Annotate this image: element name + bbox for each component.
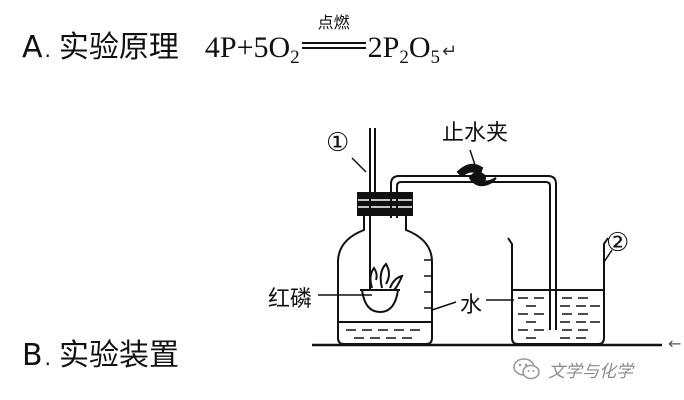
principle-line: A . 实验原理 4P+5O2 点燃 2P2O5 ↵: [22, 13, 458, 69]
o5-subscript: 5: [430, 47, 441, 68]
o2-subscript: 2: [290, 47, 300, 68]
return-mark: ↵: [442, 41, 458, 62]
label-water: 水: [460, 293, 483, 318]
option-sep-a: .: [44, 38, 51, 62]
option-letter-a: A: [22, 30, 43, 65]
leader-circle-1: [351, 157, 367, 173]
beaker-outline: [507, 237, 609, 345]
beaker-water-dashes: [518, 297, 600, 339]
bottle-water-dashes: [346, 329, 420, 339]
edge-arrow: ←: [668, 334, 682, 353]
wechat-icon: [513, 358, 540, 380]
apparatus-label: 实验装置: [58, 338, 179, 373]
label-circle-2: ②: [606, 228, 630, 258]
condition-text: 点燃: [317, 13, 350, 32]
water-clamp: [456, 163, 497, 187]
spoon-bowl: [360, 289, 400, 314]
leader-water-bottle: [431, 301, 457, 311]
watermark-text: 文学与化学: [548, 361, 633, 382]
bottle-outline: [337, 215, 433, 345]
p2-subscript: 2: [399, 47, 409, 68]
leader-circle-2: [603, 249, 613, 263]
label-circle-1: ①: [326, 128, 350, 158]
leader-clamp: [469, 149, 477, 169]
label-red-phosphorus: 红磷: [268, 287, 313, 312]
watermark: 文学与化学: [512, 356, 633, 382]
equals-bar-top: [301, 42, 366, 44]
equals-bar-bottom: [301, 47, 366, 49]
option-letter-b: B: [22, 338, 43, 373]
flame: [369, 262, 404, 291]
principle-label: 实验原理: [58, 30, 179, 65]
equation-left: 4P+5O2: [204, 31, 300, 68]
option-sep-b: .: [44, 346, 51, 370]
bottle-scale: [424, 259, 432, 309]
apparatus-line: B . 实验装置: [22, 330, 179, 374]
reaction-condition: 点燃: [301, 13, 366, 57]
equation-right: 2P2O5: [367, 31, 441, 68]
label-clamp: 止水夹: [442, 121, 509, 146]
rubber-stopper: [357, 192, 413, 216]
